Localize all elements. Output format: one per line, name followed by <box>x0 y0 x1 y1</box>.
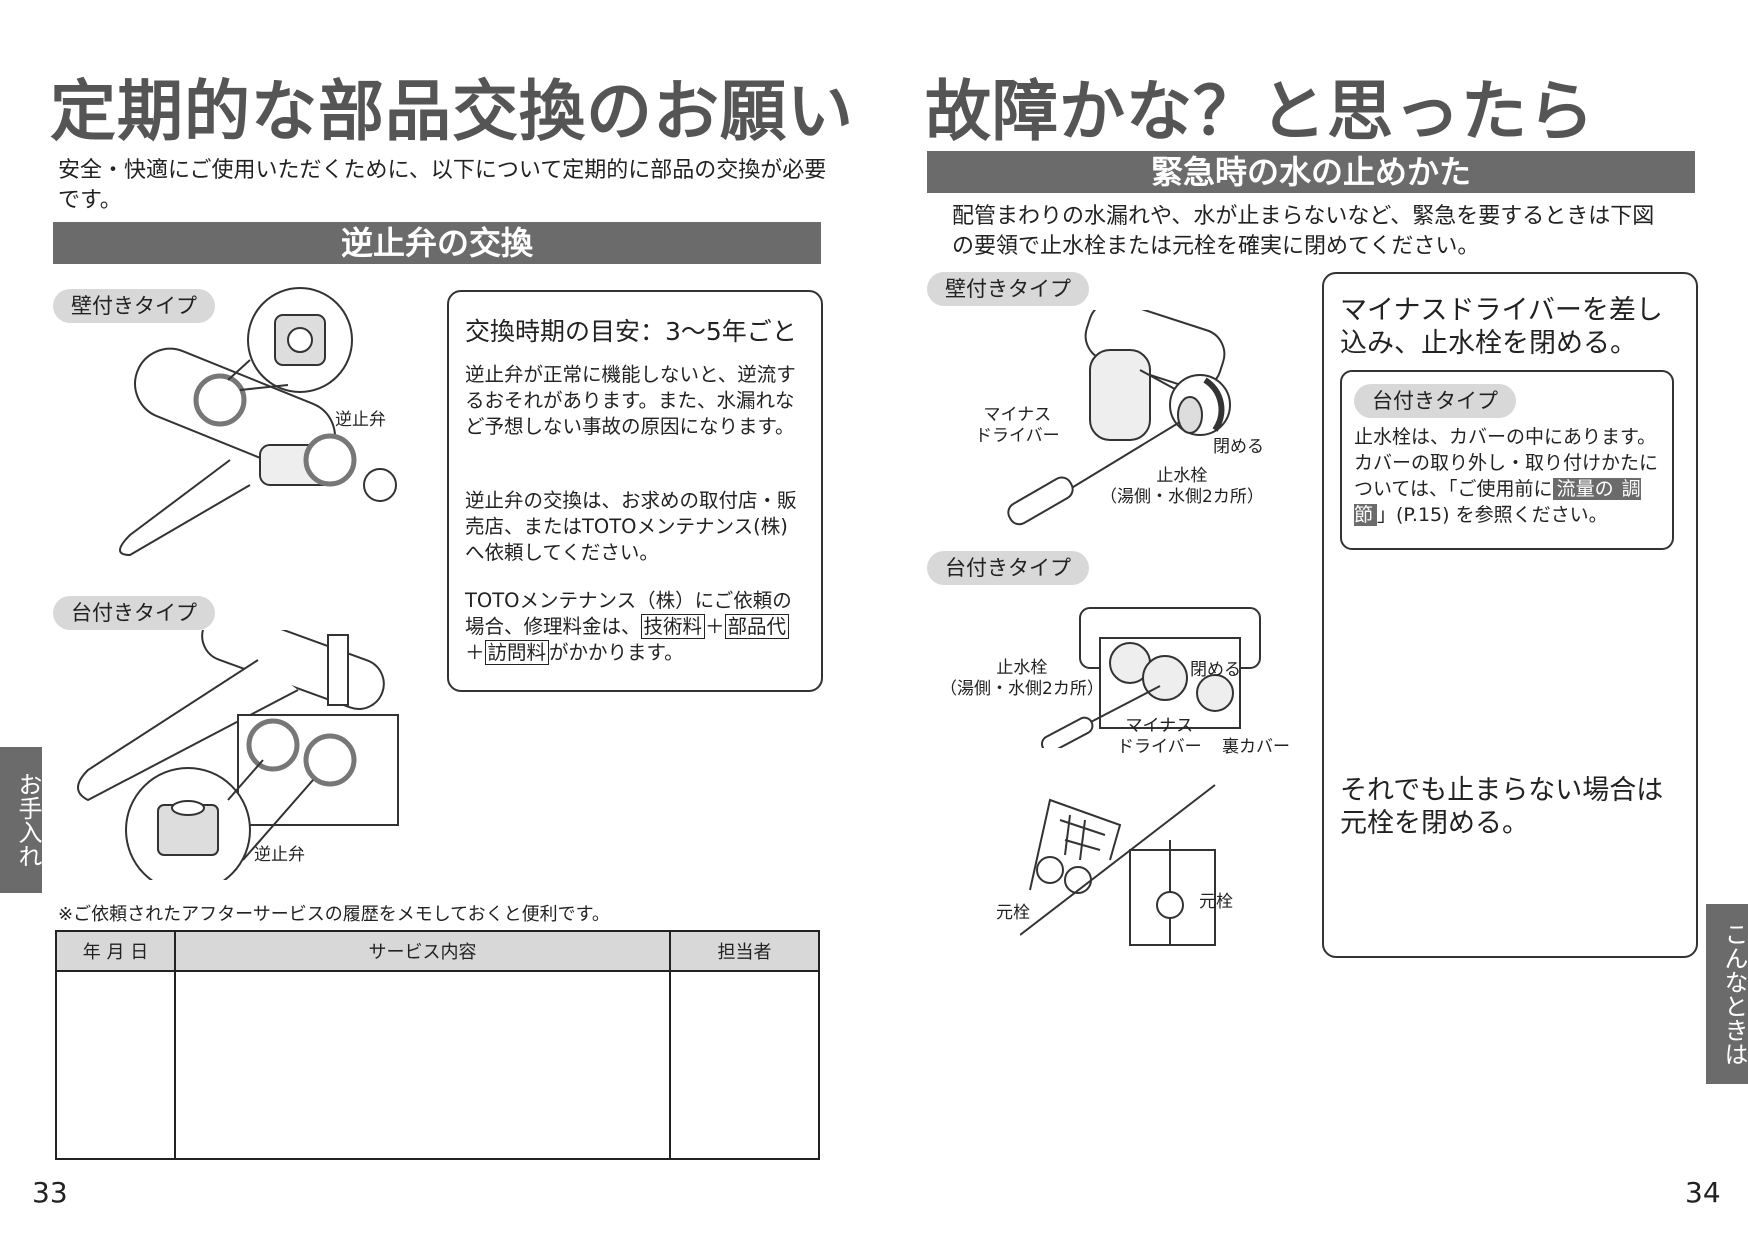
note-text-tail: 」(P.15) を参照ください。 <box>1377 504 1608 526</box>
deck-type-label: 台付きタイプ <box>53 596 215 630</box>
note-text: 止水栓は、カバーの中にあります。カバーの取り外し・取り付けかたについては、「ご使… <box>1354 424 1672 528</box>
memo-note: ※ご依頼されたアフターサービスの履歴をメモしておくと便利です。 <box>58 904 610 925</box>
wall-stop-valve-illustration <box>1007 310 1231 526</box>
replacement-info-box: 交換時期の目安：3〜5年ごと 逆止弁が正常に機能しないと、逆流するおそれがありま… <box>447 290 823 692</box>
wall-close-callout: 閉める <box>1213 437 1264 457</box>
emergency-instruction-box: マイナスドライバーを差し込み、止水栓を閉める。 台付きタイプ 止水栓は、カバーの… <box>1322 272 1698 958</box>
deck-faucet-illustration <box>77 630 399 880</box>
right-wall-type-label: 壁付きタイプ <box>927 272 1089 306</box>
wall-valve-callout: 逆止弁 <box>335 410 386 430</box>
right-intro-text: 配管まわりの水漏れや、水が止まらないなど、緊急を要するときは下図の要領で止水栓ま… <box>952 204 1655 259</box>
right-page-number: 34 <box>1685 1176 1721 1209</box>
service-history-table: 年 月 日 サービス内容 担当者 <box>55 930 820 1160</box>
fee-parts: 部品代 <box>724 614 790 639</box>
main-valve-illustration <box>1020 784 1216 946</box>
wall-driver-callout: マイナス ドライバー <box>975 405 1060 446</box>
deck-type-note-box: 台付きタイプ 止水栓は、カバーの中にあります。カバーの取り外し・取り付けかたにつ… <box>1340 370 1674 550</box>
table-header-staff: 担当者 <box>669 930 820 972</box>
info-paragraph-1: 逆止弁が正常に機能しないと、逆流するおそれがあります。また、水漏れなど予想しない… <box>465 363 796 438</box>
info-paragraph-2: 逆止弁の交換は、お求めの取付店・販売店、またはTOTOメンテナンス(株)へ依頼し… <box>465 489 797 564</box>
table-cell-staff[interactable] <box>669 970 820 1160</box>
fee-visit: 訪問料 <box>484 640 550 665</box>
deck-driver-callout: マイナス ドライバー <box>1117 716 1202 757</box>
right-side-tab[interactable]: こんなときは <box>1706 904 1748 1084</box>
main-valve-callout-right: 元栓 <box>1199 892 1233 912</box>
note-type-label: 台付きタイプ <box>1354 384 1516 418</box>
fee-technical: 技術料 <box>640 614 706 639</box>
table-cell-date[interactable] <box>55 970 176 1160</box>
wall-type-label: 壁付きタイプ <box>53 289 215 323</box>
wall-faucet-illustration <box>119 287 397 557</box>
deck-valve-callout: 逆止弁 <box>254 845 305 865</box>
table-cell-service[interactable] <box>174 970 671 1160</box>
info-paragraph-3-tail: がかかります。 <box>549 641 684 664</box>
info-paragraph-3-lead: TOTOメンテナンス（株）にご依頼の場合、修理料金は、 <box>465 589 792 638</box>
plus-sign: ＋ <box>705 615 725 638</box>
wall-stop-valve-callout: 止水栓 （湯側・水側2カ所） <box>1100 466 1264 507</box>
left-page-title: 定期的な部品交換のお願い <box>50 73 854 150</box>
replacement-period-title: 交換時期の目安：3〜5年ごと <box>465 317 797 346</box>
table-header-service: サービス内容 <box>174 930 671 972</box>
deck-close-callout: 閉める <box>1190 660 1241 680</box>
left-section-bar: 逆止弁の交換 <box>53 222 821 264</box>
right-page-title: 故障かな？と思ったら <box>925 73 1595 150</box>
flow-adjust-link-part-1[interactable]: 流量の <box>1552 478 1618 500</box>
plus-sign: ＋ <box>465 641 485 664</box>
step-2-text: それでも止まらない場合は元栓を閉める。 <box>1340 775 1664 839</box>
back-cover-callout: 裏カバー <box>1222 737 1290 757</box>
left-side-tab[interactable]: お手入れ <box>0 747 42 893</box>
note-text-lead: 止水栓は、カバーの中にあります。カバーの取り外し・取り付けかたについては、「ご使… <box>1354 426 1659 500</box>
table-header-date: 年 月 日 <box>55 930 176 972</box>
left-page-number: 33 <box>32 1176 68 1209</box>
step-1-text: マイナスドライバーを差し込み、止水栓を閉める。 <box>1340 295 1663 359</box>
right-deck-type-label: 台付きタイプ <box>927 551 1089 585</box>
info-paragraph-3: TOTOメンテナンス（株）にご依頼の場合、修理料金は、技術料＋部品代＋訪問料がか… <box>465 588 805 666</box>
left-intro-text: 安全・快適にご使用いただくために、以下について定期的に部品の交換が必要です。 <box>58 158 827 213</box>
main-valve-callout-left: 元栓 <box>996 903 1030 923</box>
right-section-bar: 緊急時の水の止めかた <box>927 151 1695 193</box>
deck-stop-valve-illustration <box>1040 607 1261 748</box>
deck-stop-valve-callout: 止水栓 （湯側・水側2カ所） <box>940 658 1104 699</box>
